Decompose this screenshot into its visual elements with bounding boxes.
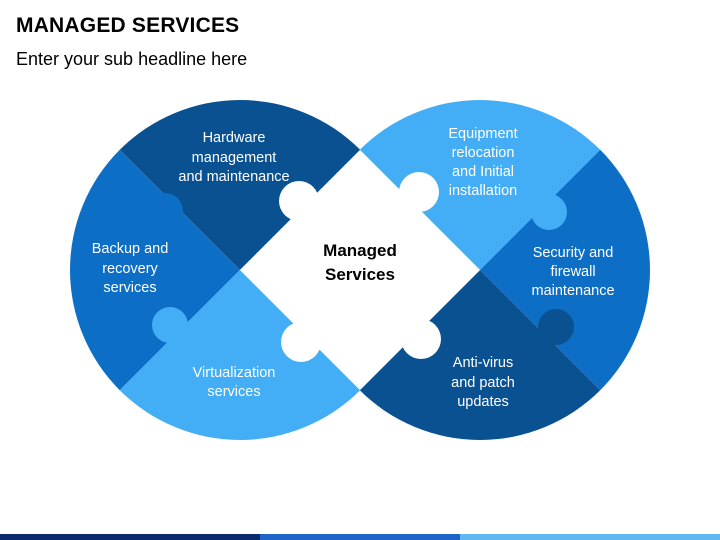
center-label-line2: Services — [325, 265, 395, 284]
antivirus-label-line3: updates — [457, 394, 509, 410]
virtualization-label-line2: services — [207, 384, 260, 400]
puzzle-knob-center-br — [401, 319, 441, 359]
puzzle-knob-virtualization — [152, 307, 188, 343]
hardware-label-line2: management — [192, 150, 277, 166]
bottom-accent-bar — [0, 534, 720, 540]
hardware-label-line1: Hardware — [203, 130, 266, 146]
security-label-line2: firewall — [550, 264, 595, 280]
equipment-label-line1: Equipment — [448, 126, 517, 142]
puzzle-knob-center-bl — [281, 322, 321, 362]
security-label-line3: maintenance — [531, 283, 614, 299]
security-label-line1: Security and — [533, 245, 614, 261]
page-subtitle: Enter your sub headline here — [16, 49, 248, 69]
antivirus-label-line1: Anti-virus — [453, 355, 513, 371]
backup-label-line3: services — [103, 280, 156, 296]
virtualization-label-line1: Virtualization — [193, 365, 276, 381]
puzzle-knob-center-tl — [279, 181, 319, 221]
antivirus-label-line2: and patch — [451, 375, 515, 391]
backup-label-line1: Backup and — [92, 241, 169, 257]
puzzle-knob-antivirus — [538, 309, 574, 345]
hardware-label-line3: and maintenance — [178, 169, 289, 185]
equipment-label-line4: installation — [449, 183, 518, 199]
puzzle-knob-backup — [147, 193, 183, 229]
center-label-line1: Managed — [323, 241, 397, 260]
puzzle-knob-equipment — [531, 194, 567, 230]
equipment-label-line2: relocation — [452, 145, 515, 161]
page-title: MANAGED SERVICES — [16, 14, 240, 37]
puzzle-knob-center-tr — [399, 172, 439, 212]
backup-label-line2: recovery — [102, 261, 158, 277]
equipment-label-line3: and Initial — [452, 164, 514, 180]
